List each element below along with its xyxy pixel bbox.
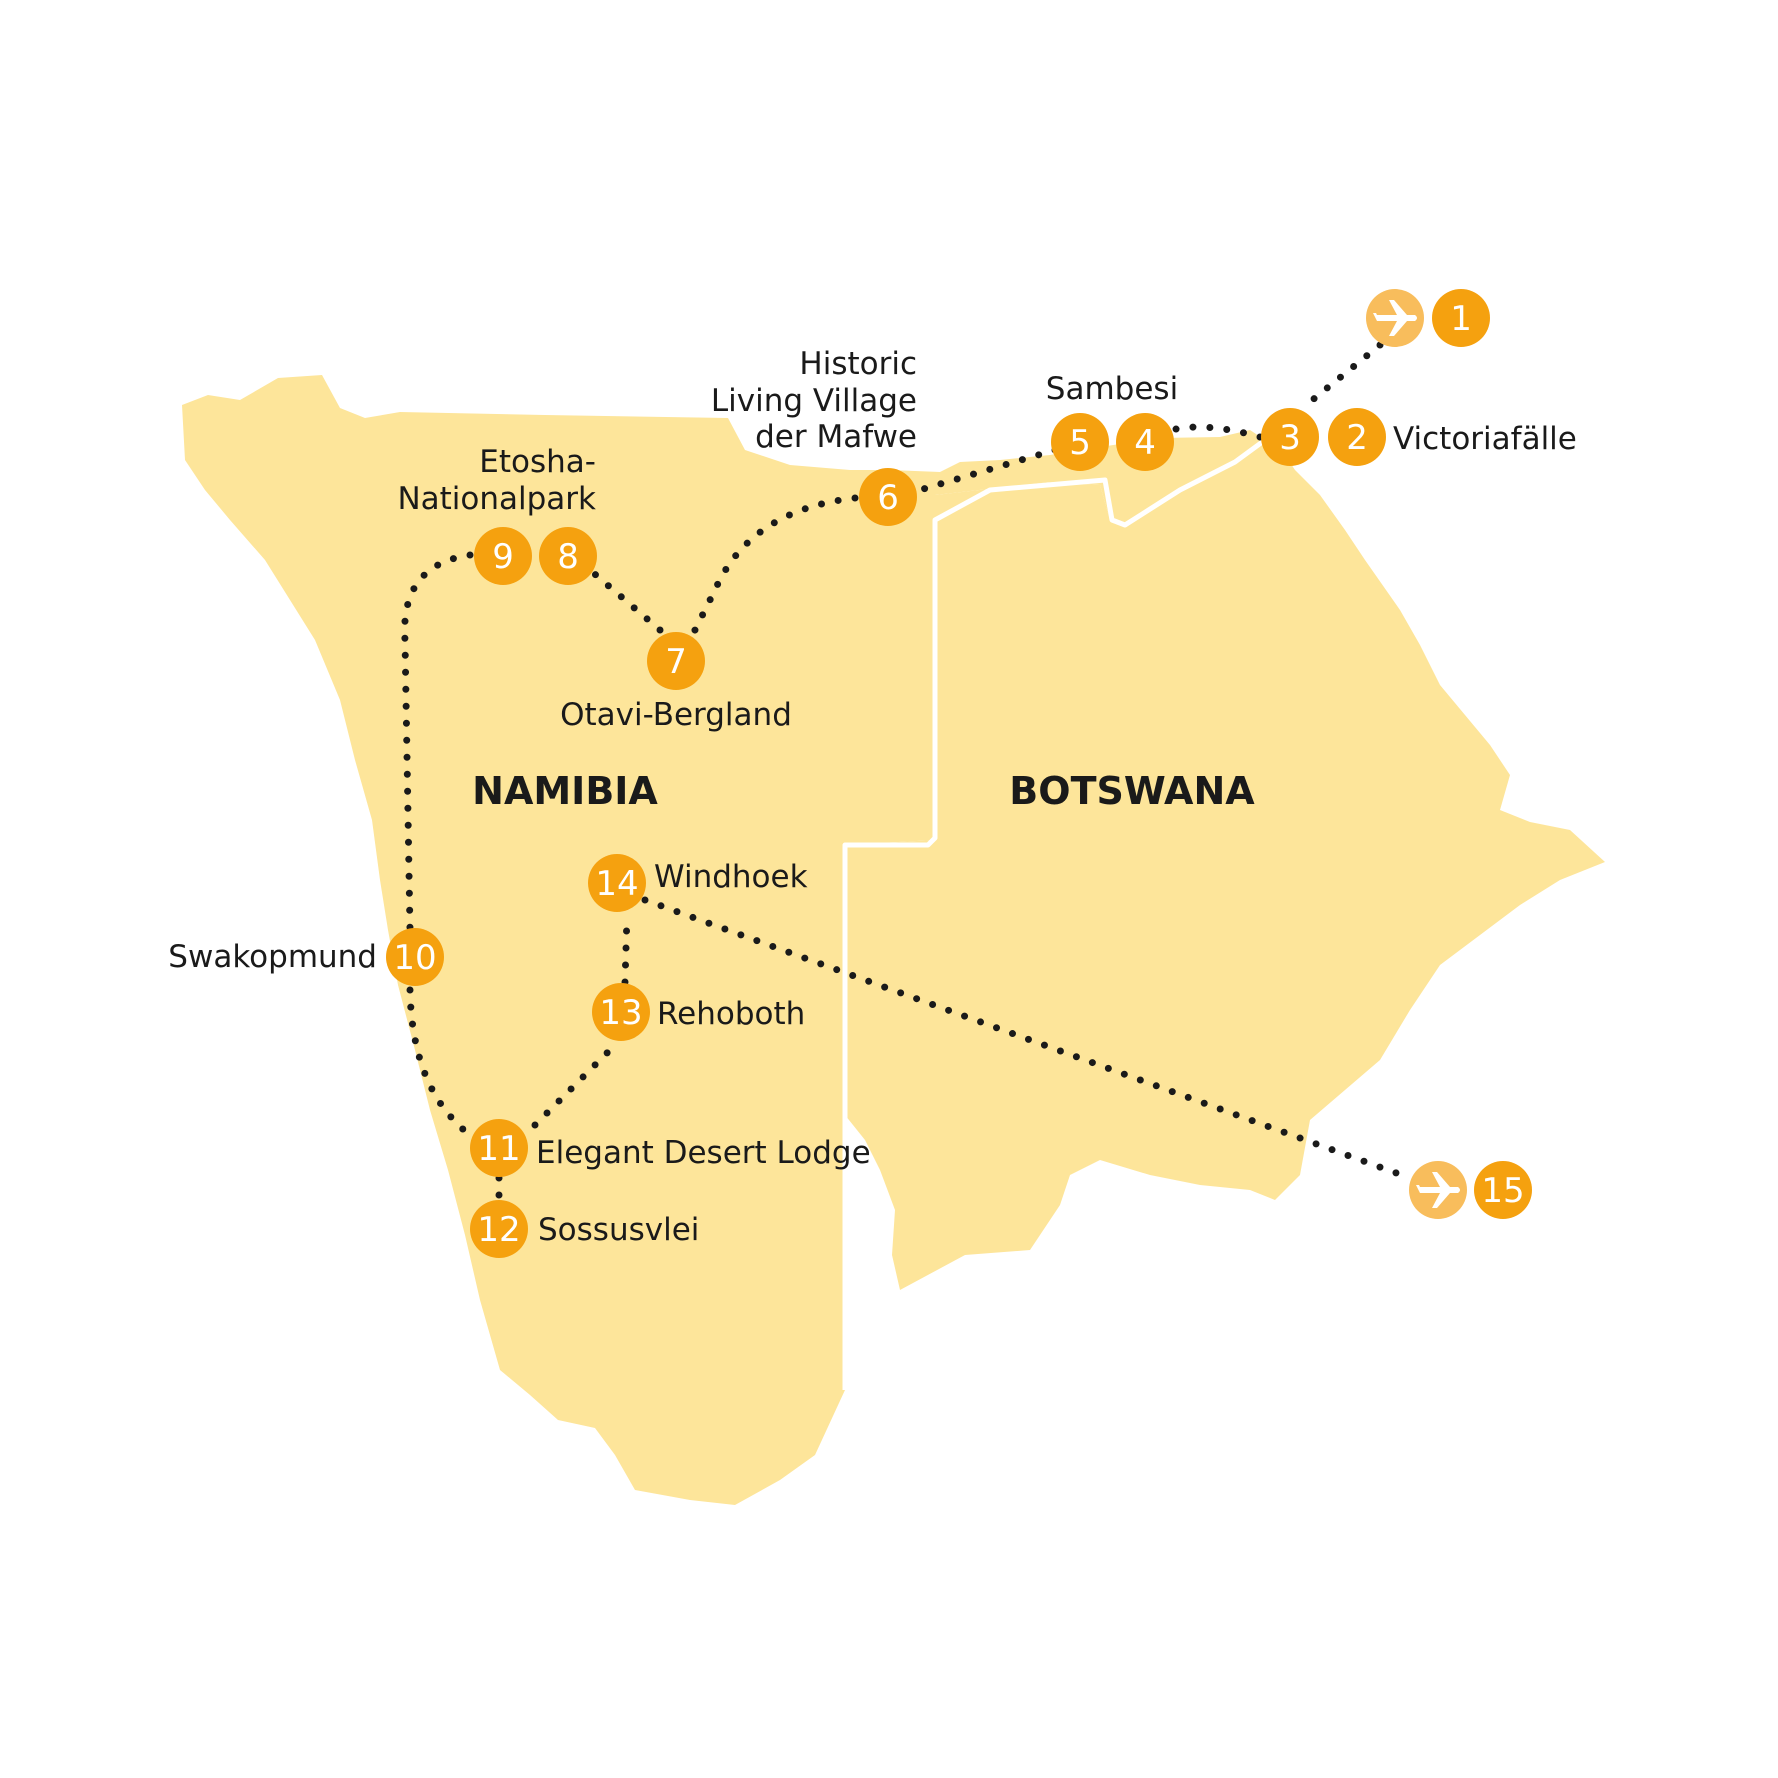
place-label-rehoboth: Rehoboth (657, 996, 805, 1032)
airport-marker-departure (1366, 289, 1424, 347)
route-segment-13-14 (621, 911, 631, 986)
place-label-windhoek: Windhoek (654, 859, 808, 895)
stop-marker-12: 12 (470, 1200, 528, 1258)
stop-marker-11: 11 (470, 1119, 528, 1177)
route-segment-flight-out (641, 896, 1414, 1182)
country-border (842, 437, 1267, 1390)
route-segment-7-8 (586, 566, 664, 634)
route-segment-3-4 (1161, 423, 1264, 441)
place-label-mafwe-line2: Living Village (711, 383, 917, 419)
stop-number: 13 (599, 993, 642, 1033)
botswana-shape (845, 440, 1605, 1290)
stop-number: 5 (1069, 423, 1091, 463)
stop-marker-1: 1 (1432, 289, 1490, 347)
stop-number: 1 (1450, 299, 1472, 339)
route-segment-10-11 (406, 986, 474, 1139)
country-label-botswana: BOTSWANA (1009, 769, 1255, 813)
country-label-namibia: NAMIBIA (472, 769, 658, 813)
stop-marker-3: 3 (1261, 408, 1319, 466)
place-label-sambesi: Sambesi (1046, 371, 1178, 407)
stop-number: 10 (393, 938, 436, 978)
airport-marker-return (1409, 1161, 1467, 1219)
place-label-elegant-desert-lodge: Elegant Desert Lodge (536, 1135, 871, 1171)
airplane-icon (1416, 1172, 1460, 1208)
place-label-otavi: Otavi-Bergland (560, 697, 792, 733)
stop-marker-13: 13 (592, 983, 650, 1041)
stop-marker-4: 4 (1116, 413, 1174, 471)
stop-marker-6: 6 (859, 468, 917, 526)
stop-number: 15 (1481, 1171, 1524, 1211)
stop-marker-10: 10 (386, 928, 444, 986)
stop-marker-5: 5 (1051, 413, 1109, 471)
stop-number: 6 (877, 478, 899, 518)
stops-layer: 1 2 3 4 5 6 7 8 (386, 289, 1532, 1258)
stop-number: 9 (492, 537, 514, 577)
route-line (401, 341, 1414, 1202)
route-segment-11-13 (531, 1041, 619, 1129)
stop-number: 3 (1279, 418, 1301, 458)
stop-number: 2 (1346, 418, 1368, 458)
stop-number: 14 (595, 864, 638, 904)
place-label-victoriafaelle: Victoriafälle (1393, 421, 1577, 457)
route-segment-9-10 (401, 551, 474, 934)
airplane-icon (1373, 300, 1417, 336)
namibia-shape (182, 375, 1265, 1505)
stop-marker-9: 9 (474, 527, 532, 585)
place-labels: Victoriafälle Sambesi Historic Living Vi… (168, 346, 1577, 1248)
route-segment-5-6 (916, 446, 1059, 494)
stop-marker-2: 2 (1328, 408, 1386, 466)
land-layer (182, 375, 1605, 1505)
stop-marker-15: 15 (1474, 1161, 1532, 1219)
place-label-mafwe-line1: Historic (799, 346, 917, 382)
route-segment-6-7 (686, 494, 859, 644)
stop-number: 12 (477, 1210, 520, 1250)
stop-marker-7: 7 (647, 632, 705, 690)
stop-number: 8 (557, 537, 579, 577)
stop-number: 11 (477, 1129, 520, 1169)
place-label-mafwe-line3: der Mafwe (755, 419, 917, 455)
stop-marker-8: 8 (539, 527, 597, 585)
place-label-etosha-line2: Nationalpark (397, 481, 596, 517)
stop-number: 7 (665, 642, 687, 682)
stop-marker-14: 14 (588, 854, 646, 912)
place-label-sossusvlei: Sossusvlei (538, 1212, 699, 1248)
place-label-swakopmund: Swakopmund (168, 939, 377, 975)
route-segment-flight-in (1306, 341, 1384, 406)
place-label-etosha-line1: Etosha- (479, 444, 596, 480)
stop-number: 4 (1134, 423, 1156, 463)
